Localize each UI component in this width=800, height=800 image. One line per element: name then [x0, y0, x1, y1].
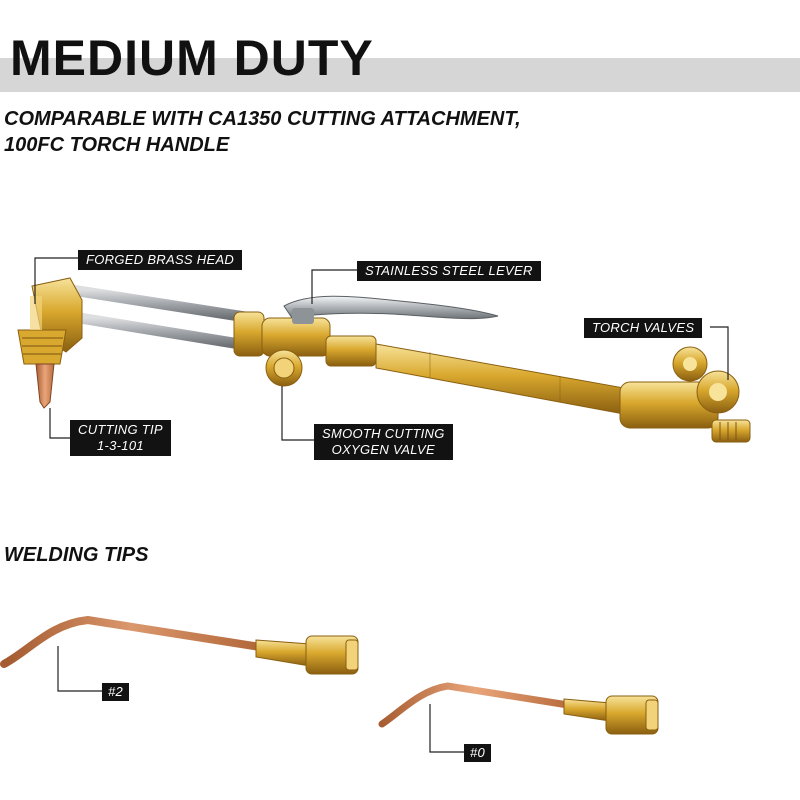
- tip-leader: [49, 408, 76, 439]
- lever-leader: [311, 269, 357, 304]
- tip-0-leader: [429, 704, 464, 753]
- subtitle: COMPARABLE WITH CA1350 CUTTING ATTACHMEN…: [4, 106, 521, 158]
- cutting-tip-model: 1-3-101: [96, 438, 144, 453]
- cutting-torch: [17, 277, 751, 443]
- forged-brass-head: [17, 277, 83, 365]
- torch-handle: [375, 343, 625, 415]
- page-title: MEDIUM DUTY: [10, 30, 374, 86]
- torch-valves: [619, 346, 751, 443]
- welding-tips-heading: WELDING TIPS: [4, 544, 149, 566]
- cutting-tip: [35, 363, 55, 409]
- oxygen-leader: [281, 386, 314, 441]
- stainless-lever: [283, 295, 499, 320]
- oxygen-valve-title-1: SMOOTH CUTTING: [322, 426, 445, 441]
- label-forged-brass-head: FORGED BRASS HEAD: [78, 250, 243, 270]
- welding-tip-0: [378, 682, 659, 735]
- oxygen-valve-knob: [265, 349, 303, 387]
- head-leader: [34, 257, 78, 304]
- valves-leader: [710, 326, 729, 380]
- torch-body: [233, 311, 377, 367]
- subtitle-line-1: COMPARABLE WITH CA1350 CUTTING ATTACHMEN…: [4, 108, 521, 130]
- callout-lines: [34, 257, 729, 441]
- label-oxygen-valve: SMOOTH CUTTING OXYGEN VALVE: [314, 424, 453, 460]
- welding-tip-2: [0, 615, 359, 675]
- label-tip-2: #2: [102, 683, 130, 701]
- subtitle-line-2: 100FC TORCH HANDLE: [4, 134, 230, 156]
- cutting-tip-title: CUTTING TIP: [78, 422, 163, 437]
- label-cutting-tip: CUTTING TIP 1-3-101: [70, 420, 171, 456]
- tip-2-leader: [57, 646, 102, 692]
- label-stainless-steel-lever: STAINLESS STEEL LEVER: [357, 261, 541, 281]
- oxygen-valve-title-2: OXYGEN VALVE: [331, 442, 435, 457]
- steel-tubes: [71, 284, 253, 352]
- label-tip-0: #0: [464, 744, 492, 762]
- title-band: [0, 58, 800, 92]
- label-torch-valves: TORCH VALVES: [584, 318, 703, 338]
